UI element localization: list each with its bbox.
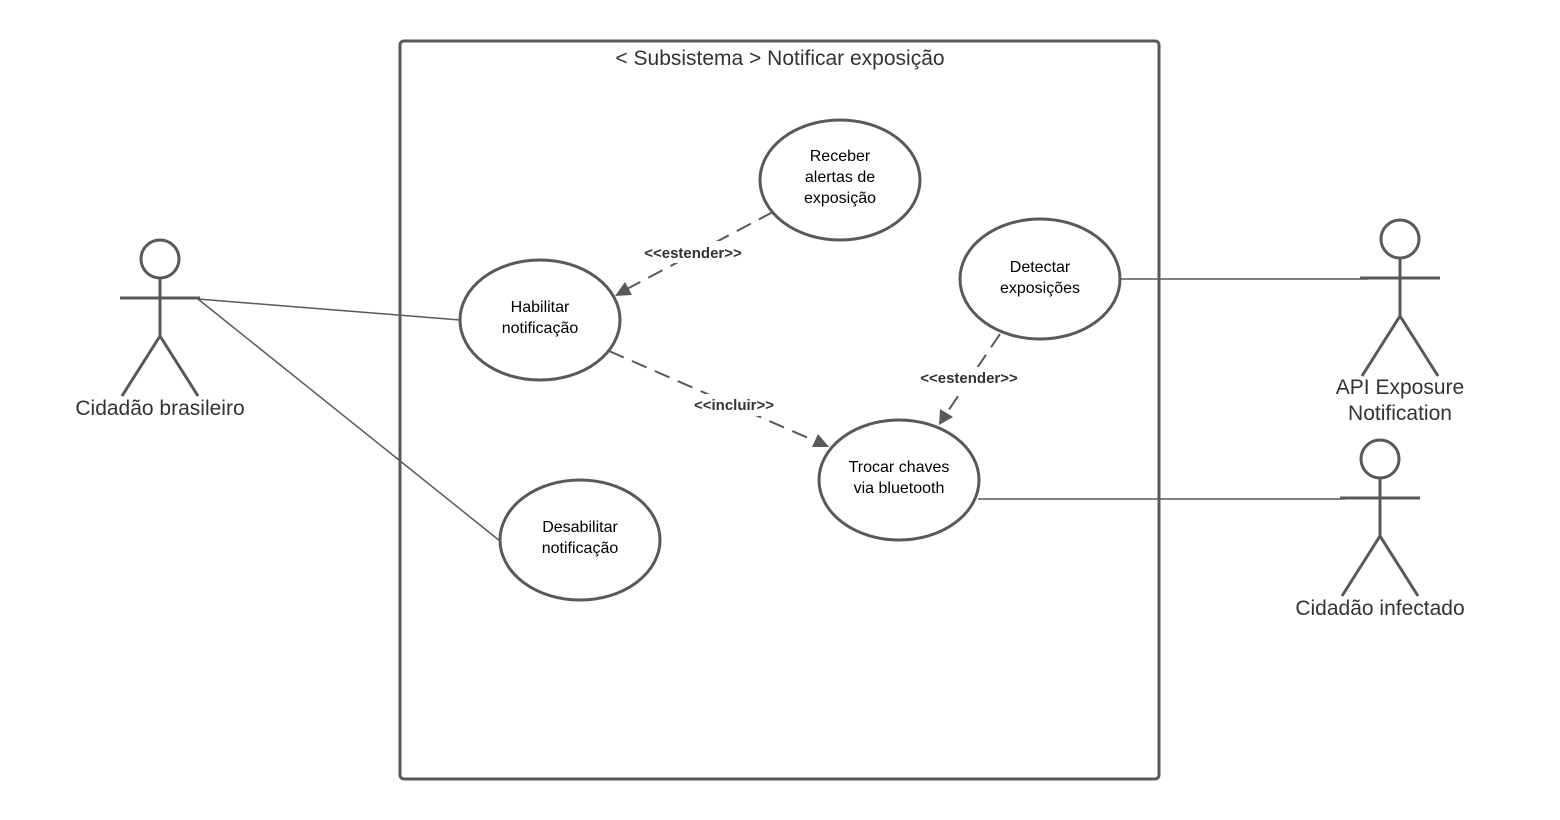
use-case-label: Trocar chaves: [849, 459, 950, 476]
use-case-habilitar-notificacao: Habilitar notificação: [458, 258, 622, 382]
use-case-receber-alertas: Receber alertas de exposição: [758, 118, 922, 242]
use-case-label: Habilitar: [511, 299, 570, 316]
use-case-label: Desabilitar: [542, 519, 618, 536]
use-case-label: via bluetooth: [854, 480, 945, 497]
use-case-detectar-exposicoes: Detectar exposições: [958, 217, 1122, 341]
actor-label: Cidadão brasileiro: [75, 397, 244, 420]
assoc-brasileiro-desabilitar: [197, 298, 501, 542]
actor-api-exposure-notification: API Exposure Notification: [1336, 218, 1464, 425]
use-case-label: notificação: [502, 320, 579, 337]
stereotype-incluir: <<incluir>>: [694, 397, 774, 414]
actor-label: API Exposure: [1336, 376, 1464, 399]
use-case-label: alertas de: [805, 169, 875, 186]
actor-cidadao-brasileiro: Cidadão brasileiro: [75, 238, 245, 420]
actor-label: Cidadão infectado: [1295, 597, 1464, 620]
assoc-brasileiro-habilitar: [197, 298, 461, 321]
use-case-label: Detectar: [1010, 259, 1071, 276]
system-title: < Subsistema > Notificar exposição: [615, 47, 944, 70]
use-case-label: notificação: [542, 540, 619, 557]
include-arrowhead: [812, 434, 829, 447]
extend-arrowhead-2: [939, 409, 953, 425]
stereotype-estender-2: <<estender>>: [920, 370, 1018, 387]
actor-label: Notification: [1348, 402, 1452, 425]
extend-detectar-trocar: [945, 333, 1001, 415]
use-case-label: Receber: [810, 148, 871, 165]
use-case-desabilitar-notificacao: Desabilitar notificação: [498, 478, 662, 602]
stereotype-estender-1: <<estender>>: [644, 245, 742, 262]
system-boundary: [398, 39, 1161, 781]
use-case-label: exposições: [1000, 280, 1080, 297]
use-case-trocar-chaves: Trocar chaves via bluetooth: [817, 418, 981, 542]
extend-arrowhead-1: [615, 282, 632, 296]
use-case-label: exposição: [804, 190, 876, 207]
actor-cidadao-infectado: Cidadão infectado: [1295, 438, 1465, 620]
